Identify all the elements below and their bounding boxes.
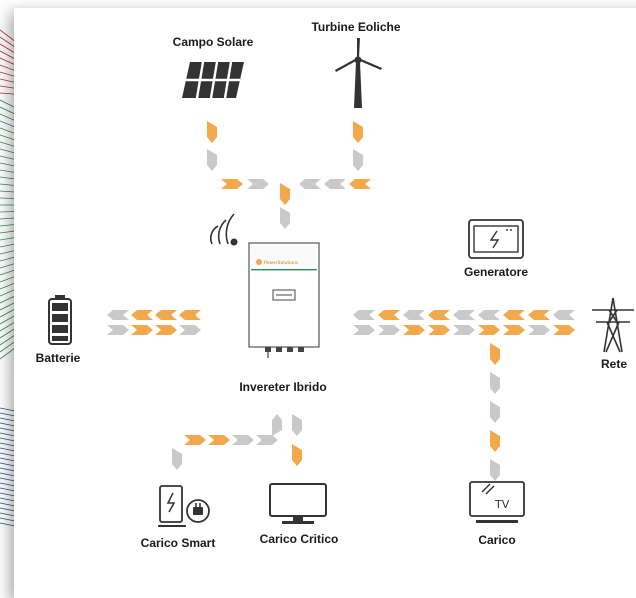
flow-arrow [280,207,290,229]
flow-arrow [107,325,129,335]
flow-arrow [490,459,500,481]
flow-arrow [155,310,177,320]
flow-arrow [232,435,254,445]
label-grid: Rete [600,357,628,371]
label-inverter: Invereter Ibrido [239,380,327,394]
flow-arrow [131,325,153,335]
label-solar: Campo Solare [172,35,254,49]
hybrid-inverter-icon: PowerSolutions [248,242,320,358]
solar-panel-icon [182,61,244,99]
flow-arrow [107,310,129,320]
label-generator: Generatore [463,265,529,279]
flow-arrow [528,310,550,320]
generator-icon [468,219,524,259]
flow-arrow [172,448,182,470]
flow-arrow [292,444,302,466]
flow-arrow [280,183,290,205]
tv-icon: TV [469,481,525,523]
flow-arrow [179,325,201,335]
flow-arrow [207,149,217,171]
flow-arrow [207,121,217,143]
battery-icon [48,295,72,345]
flow-arrow [403,325,425,335]
flow-arrow [453,325,475,335]
flow-arrow [184,435,206,445]
flow-arrow [179,310,201,320]
flow-arrow [403,310,425,320]
flow-arrow [324,179,346,189]
flow-arrow [155,325,177,335]
flow-arrow [490,372,500,394]
flow-arrow [428,325,450,335]
flow-arrow [349,179,371,189]
power-pylon-icon [592,297,634,353]
energy-flow-arrows [107,121,575,481]
tv-screen-text: TV [494,498,510,511]
inverter-brand-text: PowerSolutions [264,260,299,266]
flow-arrow [256,435,278,445]
flow-arrow [221,179,243,189]
flow-arrow [478,310,500,320]
label-battery: Batterie [35,351,81,365]
flow-arrow [503,325,525,335]
flow-arrow [503,310,525,320]
flow-arrow [478,325,500,335]
flow-arrow [453,310,475,320]
label-critical-load: Carico Critico [259,532,339,546]
label-load: Carico [478,533,516,547]
flow-arrow [299,179,321,189]
flow-arrow [378,310,400,320]
flow-arrow [131,310,153,320]
ev-charger-icon [158,485,210,527]
flow-arrow [490,343,500,365]
flow-arrow [353,325,375,335]
label-wind: Turbine Eoliche [311,20,401,34]
flow-arrow [378,325,400,335]
flow-arrow [247,179,269,189]
wind-turbine-icon [335,38,382,108]
flow-arrow [528,325,550,335]
flow-arrow [353,121,363,143]
wifi-icon [209,213,238,246]
flow-arrow [272,414,282,436]
flow-arrow [208,435,230,445]
flow-arrow [353,149,363,171]
flow-arrow [553,310,575,320]
flow-arrow [490,430,500,452]
flow-arrow [553,325,575,335]
label-smart-load: Carico Smart [140,536,216,550]
flow-arrow [490,401,500,423]
flow-arrow [428,310,450,320]
monitor-icon [269,483,327,524]
flow-arrow [353,310,375,320]
flow-arrow [292,414,302,436]
